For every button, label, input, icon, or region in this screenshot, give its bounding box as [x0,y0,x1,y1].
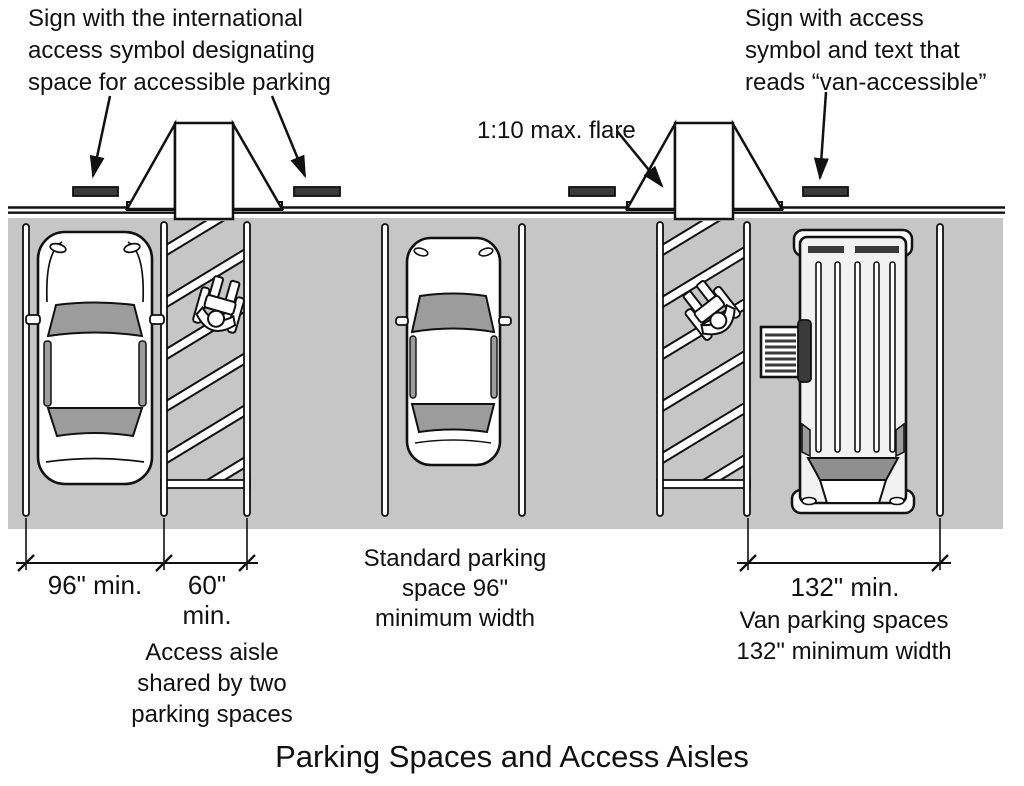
dimension-label-accessible-space: 96" min. [47,570,143,600]
callout-arrow-van-sign [813,91,829,181]
van-sign-plate [802,186,849,197]
callout-arrow-flare [616,130,664,188]
van-lift-ramp [759,325,802,379]
parking-sign-plate-1 [72,186,119,197]
figure-title: Parking Spaces and Access Aisles [275,739,749,774]
access-aisle-hatch-1 [160,221,251,517]
stall-line-4 [936,223,944,517]
callout-van-sign-text: Sign with access symbol and text that re… [745,5,987,96]
stall-line-2 [381,223,389,517]
callout-flare-text: 1:10 max. flare [477,117,636,144]
callout-accessible-sign-text: Sign with the international access symbo… [28,5,331,96]
stall-line-1 [22,223,30,517]
label-van-space: Van parking spaces 132" minimum width [736,607,952,665]
parking-sign-plate-2 [293,186,341,197]
dimension-label-van-space: 132" min. [790,572,900,602]
label-access-aisle: Access aisle shared by two parking space… [131,639,293,728]
callout-arrow-accessible-sign-1 [89,95,112,179]
label-standard-space: Standard parking space 96" minimum width [363,545,547,632]
car-standard-space [395,236,512,467]
car-accessible-space [25,230,165,486]
stall-line-3 [518,223,526,517]
dimension-extension-lines [25,518,941,570]
van-vehicle [790,228,916,515]
dimension-line-van [737,554,951,572]
parking-sign-plate-3 [568,186,616,197]
dimension-label-access-aisle: 60" min. [182,570,232,630]
dimension-line-left [16,554,258,572]
curb-ramp-left [124,119,285,221]
callout-arrow-accessible-sign-2 [270,95,307,179]
